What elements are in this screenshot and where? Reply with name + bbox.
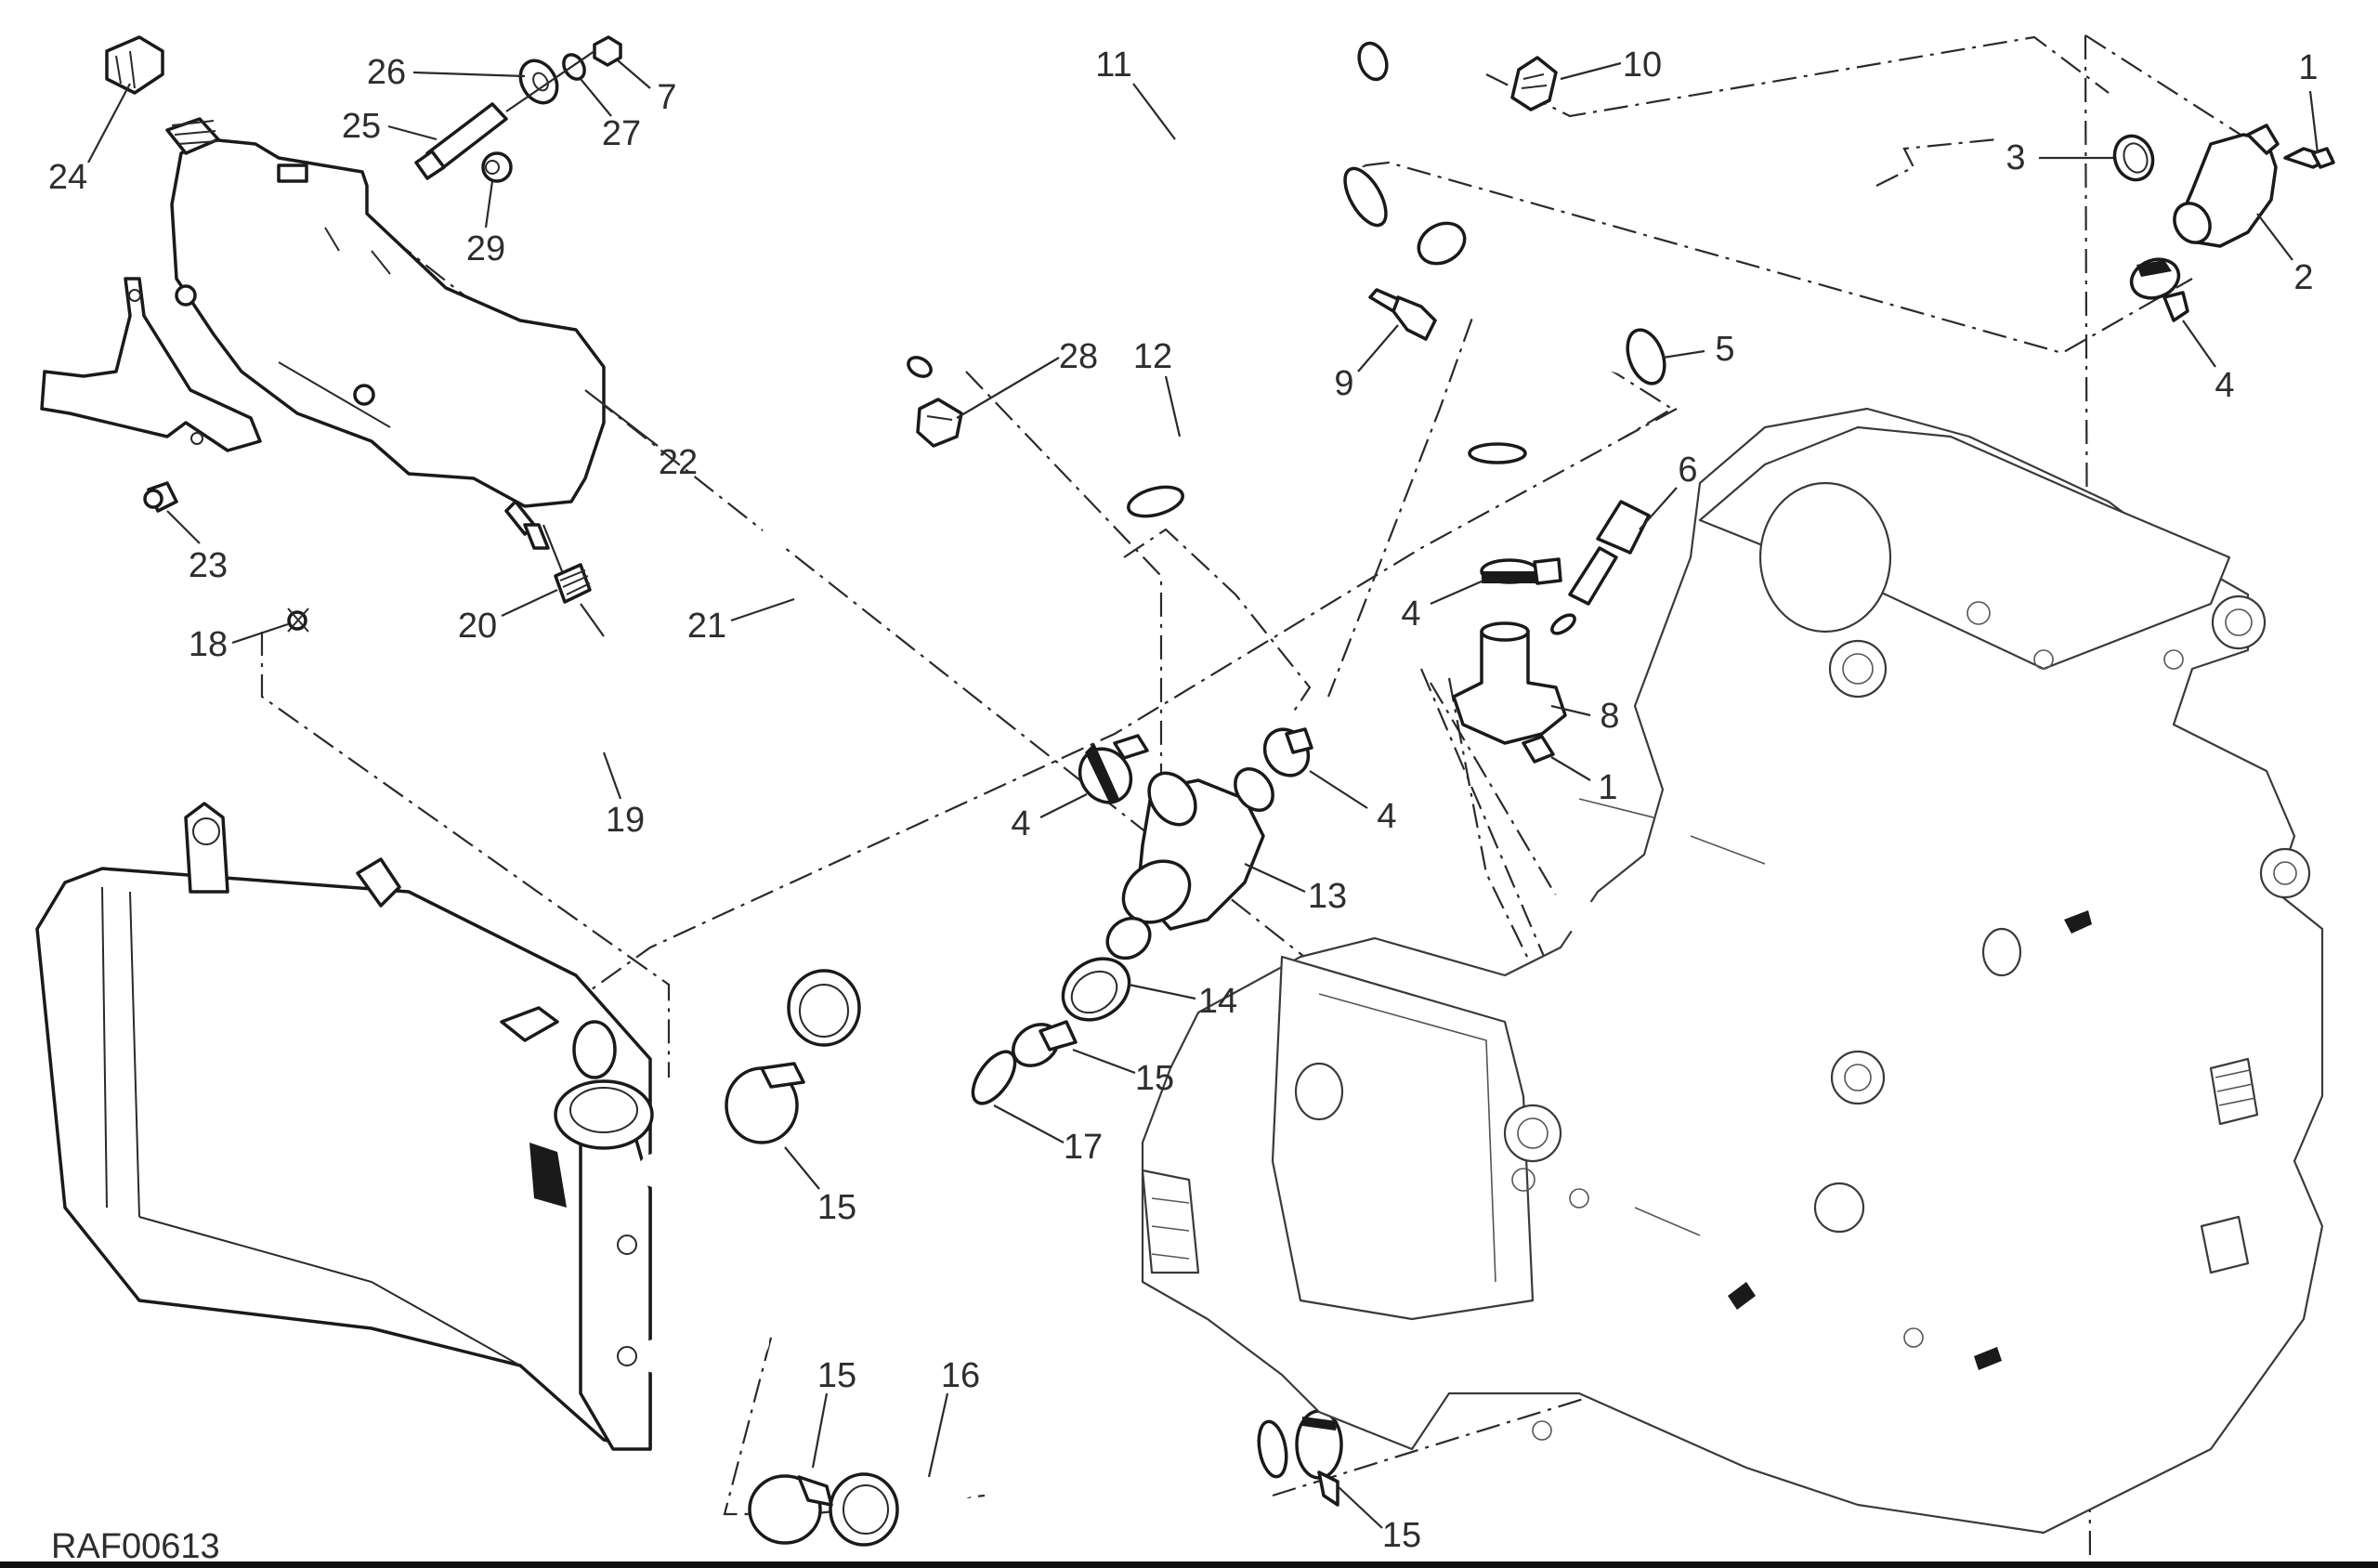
- screw-23: [143, 481, 178, 513]
- callout-3: 3: [2006, 138, 2026, 177]
- callout-1-top: 1: [2298, 48, 2319, 87]
- radiator: [35, 802, 769, 1451]
- clamp-29: [481, 151, 513, 183]
- upper-hose-12: [1127, 166, 1388, 526]
- callout-25: 25: [341, 107, 382, 146]
- callout-2: 2: [2293, 258, 2314, 297]
- callout-28: 28: [1058, 337, 1099, 376]
- callout-22: 22: [658, 443, 699, 482]
- callout-24: 24: [47, 158, 88, 197]
- callout-15-lower-left: 15: [817, 1356, 857, 1395]
- callout-17: 17: [1063, 1128, 1104, 1167]
- drawing-code: RAF00613: [51, 1527, 220, 1566]
- clamp-15-mid: [725, 1062, 805, 1144]
- callout-13: 13: [1307, 877, 1348, 916]
- callout-15-radiator-inlet: 15: [817, 1188, 857, 1227]
- callout-29: 29: [465, 229, 506, 268]
- callout-26: 26: [366, 53, 407, 92]
- tank-cap: [105, 35, 164, 95]
- fitting-group-top-right: [2112, 124, 2335, 322]
- bottom-border: [0, 1561, 2378, 1568]
- callout-18: 18: [188, 625, 229, 664]
- clamp-15-lower-left: [748, 1474, 833, 1545]
- clamp-15-lower-right: [1295, 1409, 1343, 1507]
- radiator-inlet-hose-17: [787, 969, 1023, 1171]
- drain-hose-21: [548, 144, 785, 859]
- t-junction-5: [1417, 221, 1666, 470]
- expansion-tank-group: [40, 35, 785, 859]
- clip-18: [287, 608, 309, 633]
- callout-6: 6: [1678, 451, 1698, 490]
- expansion-tank: [165, 117, 606, 550]
- callout-21: 21: [686, 607, 727, 646]
- callout-15-thermostat: 15: [1134, 1059, 1175, 1098]
- callout-7: 7: [657, 78, 677, 117]
- lower-hose-16: [829, 1405, 1298, 1547]
- callout-9: 9: [1334, 364, 1354, 403]
- mounting-stud-set: [414, 35, 622, 180]
- hose-clip-10: [1510, 56, 1558, 111]
- hose-joint-20: [542, 524, 605, 637]
- overflow-hose-19: [315, 519, 647, 804]
- thermostat-group: [1012, 727, 1313, 1067]
- callout-23: 23: [188, 546, 229, 585]
- callout-10: 10: [1622, 46, 1663, 85]
- callout-15-lower-right: 15: [1381, 1516, 1422, 1555]
- callout-11: 11: [1095, 46, 1132, 85]
- callout-4-thermostat-left: 4: [1011, 804, 1031, 843]
- callout-4-top-right: 4: [2215, 366, 2235, 405]
- outlet-fitting-group: [1452, 500, 1651, 764]
- callout-27: 27: [601, 114, 642, 153]
- callout-16: 16: [940, 1356, 981, 1395]
- breather-hose-11: [812, 36, 1389, 378]
- callout-20: 20: [457, 607, 498, 646]
- bleed-screw-9: [1368, 288, 1437, 341]
- callout-8: 8: [1600, 697, 1620, 736]
- callout-4-thermostat-right: 4: [1377, 797, 1397, 836]
- callout-14: 14: [1197, 982, 1238, 1021]
- engine: [1141, 407, 2324, 1535]
- callout-4-outlet: 4: [1401, 595, 1421, 634]
- callout-12: 12: [1132, 337, 1173, 376]
- callout-1-outlet: 1: [1598, 768, 1618, 807]
- tank-bracket: [40, 277, 262, 452]
- callout-5: 5: [1715, 330, 1735, 369]
- hose-clip-28: [916, 398, 963, 448]
- callout-19: 19: [605, 801, 646, 840]
- leader-lines: [87, 59, 2319, 1529]
